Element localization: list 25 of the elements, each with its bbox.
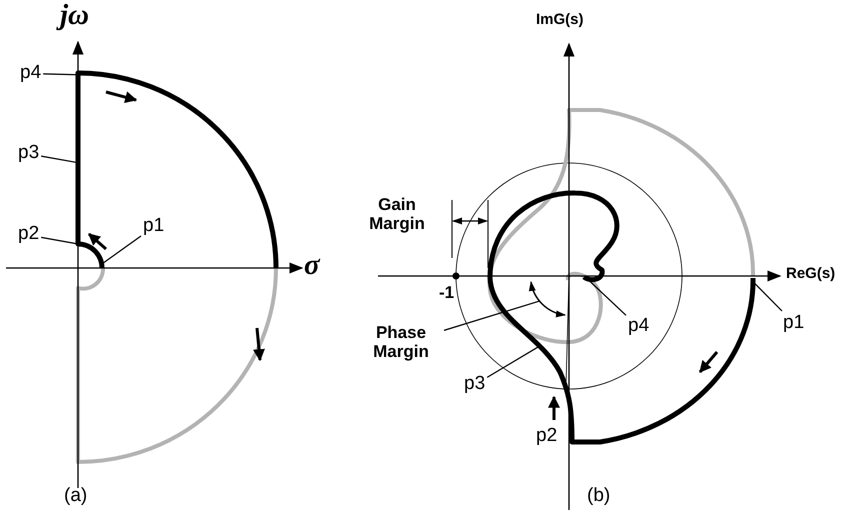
panel-label: (a): [64, 486, 88, 507]
value-label: -1: [439, 284, 454, 303]
point-label: p2: [18, 224, 40, 245]
leader-line: [41, 236, 78, 245]
gain-margin-label: Gain Margin: [368, 196, 426, 234]
point-label: p2: [536, 426, 558, 447]
point-label: p3: [464, 374, 486, 395]
contour-path: [76, 70, 278, 268]
axis-label: ImG(s): [536, 12, 584, 28]
point-label: p1: [783, 313, 804, 334]
nyquist-curve: [488, 190, 756, 444]
leader-line: [41, 156, 78, 164]
leader-line: [101, 235, 142, 265]
point-label: p4: [628, 316, 650, 337]
point-label: p4: [20, 63, 42, 84]
leader-line: [43, 73, 78, 76]
point-label: p1: [143, 216, 164, 237]
phase-margin-label: Phase Margin: [360, 324, 442, 362]
panel-label: (b): [587, 486, 610, 507]
leader-line: [444, 300, 540, 331]
point-label: p3: [18, 143, 40, 164]
axis-label: ReG(s): [786, 266, 836, 282]
leader-line: [752, 281, 782, 312]
axis-label: σ: [304, 250, 320, 282]
leader-line: [486, 346, 540, 378]
